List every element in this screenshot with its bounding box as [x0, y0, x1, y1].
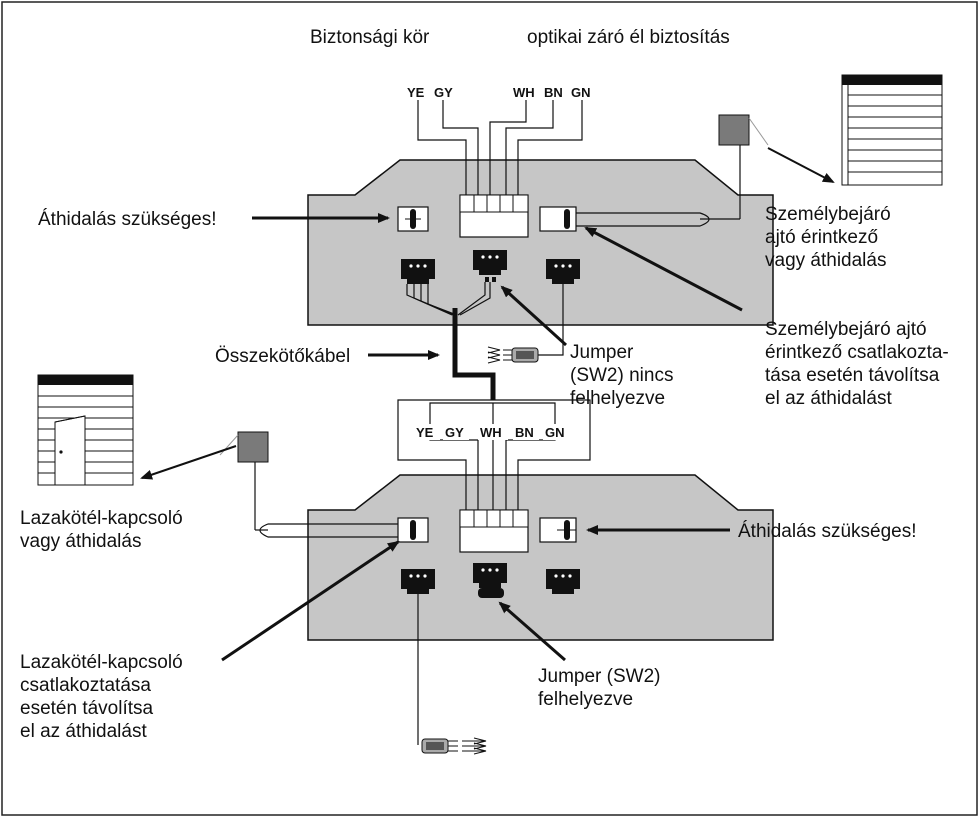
bottom-wire-code-wh: WH	[480, 425, 502, 440]
optical-sensor-top	[487, 346, 539, 364]
label-wicket-remove-3: tása esetén távolítsa	[765, 365, 940, 386]
top-wire-code-gy: GY	[434, 85, 453, 100]
top-socket-wires	[406, 282, 491, 316]
top-wire-code-gn: GN	[571, 85, 591, 100]
bottom-control-board	[307, 474, 774, 641]
label-bridge-required-top: Áthidalás szükséges!	[38, 209, 217, 230]
jumper-sw2-fitted	[478, 588, 504, 598]
slack-rope-switch-box	[237, 431, 269, 463]
top-wire-code-wh: WH	[513, 85, 535, 100]
label-jumper-not-fitted-3: felhelyezve	[570, 388, 665, 409]
optical-sensor-bottom	[421, 737, 487, 755]
connecting-cable	[452, 308, 496, 400]
label-wicket-door-2: ajtó érintkező	[765, 227, 878, 248]
label-wicket-door-1: Személybejáró	[765, 204, 891, 225]
top-left-bridge-connector	[397, 206, 429, 232]
label-slack-rope-1: Lazakötél-kapcsoló	[20, 508, 183, 529]
label-wicket-remove-4: el az áthidalást	[765, 388, 892, 409]
top-socket-left	[401, 259, 435, 284]
top-socket-middle-sw2	[473, 250, 507, 282]
label-slack-rope-remove-3: esetén távolítsa	[20, 698, 154, 719]
top-terminal-block	[459, 194, 529, 238]
label-safety-circuit: Biztonsági kör	[310, 27, 430, 48]
label-jumper-not-fitted-2: (SW2) nincs	[570, 365, 673, 386]
sectional-door-icon	[37, 374, 134, 486]
label-wicket-door-3: vagy áthidalás	[765, 250, 886, 271]
label-slack-rope-2: vagy áthidalás	[20, 531, 141, 552]
bottom-wire-code-gy: GY	[445, 425, 464, 440]
label-jumper-fitted-1: Jumper (SW2)	[538, 666, 660, 687]
label-wicket-remove-1: Személybejáró ajtó	[765, 319, 927, 340]
top-wire-code-bn: BN	[544, 85, 563, 100]
bottom-socket-middle-sw2	[473, 563, 507, 598]
label-slack-rope-remove-1: Lazakötél-kapcsoló	[20, 652, 183, 673]
bottom-socket-right	[546, 569, 580, 594]
label-optical-edge: optikai záró él biztosítás	[527, 27, 730, 48]
garage-door-icon	[841, 74, 943, 186]
label-slack-rope-remove-4: el az áthidalást	[20, 721, 147, 742]
label-connecting-cable: Összekötőkábel	[215, 346, 350, 367]
label-slack-rope-remove-2: csatlakoztatása	[20, 675, 151, 696]
label-jumper-not-fitted-1: Jumper	[570, 342, 634, 363]
label-wicket-remove-2: érintkező csatlakozta-	[765, 342, 949, 363]
bottom-wire-code-bn: BN	[515, 425, 534, 440]
bottom-terminal-block	[459, 509, 529, 553]
bottom-wire-code-bg	[414, 424, 569, 440]
bottom-socket-left	[401, 569, 435, 594]
top-input-wires	[417, 100, 583, 195]
top-control-board	[307, 159, 774, 326]
label-jumper-fitted-2: felhelyezve	[538, 689, 633, 710]
bottom-right-bridge-connector	[539, 517, 577, 543]
wicket-door-contact-box	[718, 114, 750, 146]
bottom-wire-code-ye: YE	[416, 425, 434, 440]
top-socket-right	[546, 259, 580, 284]
top-wire-code-ye: YE	[407, 85, 425, 100]
label-bridge-required-bottom: Áthidalás szükséges!	[738, 521, 917, 542]
bottom-left-bridge-connector	[397, 517, 429, 543]
bottom-wire-code-gn: GN	[545, 425, 565, 440]
top-right-bridge-connector	[539, 206, 577, 232]
